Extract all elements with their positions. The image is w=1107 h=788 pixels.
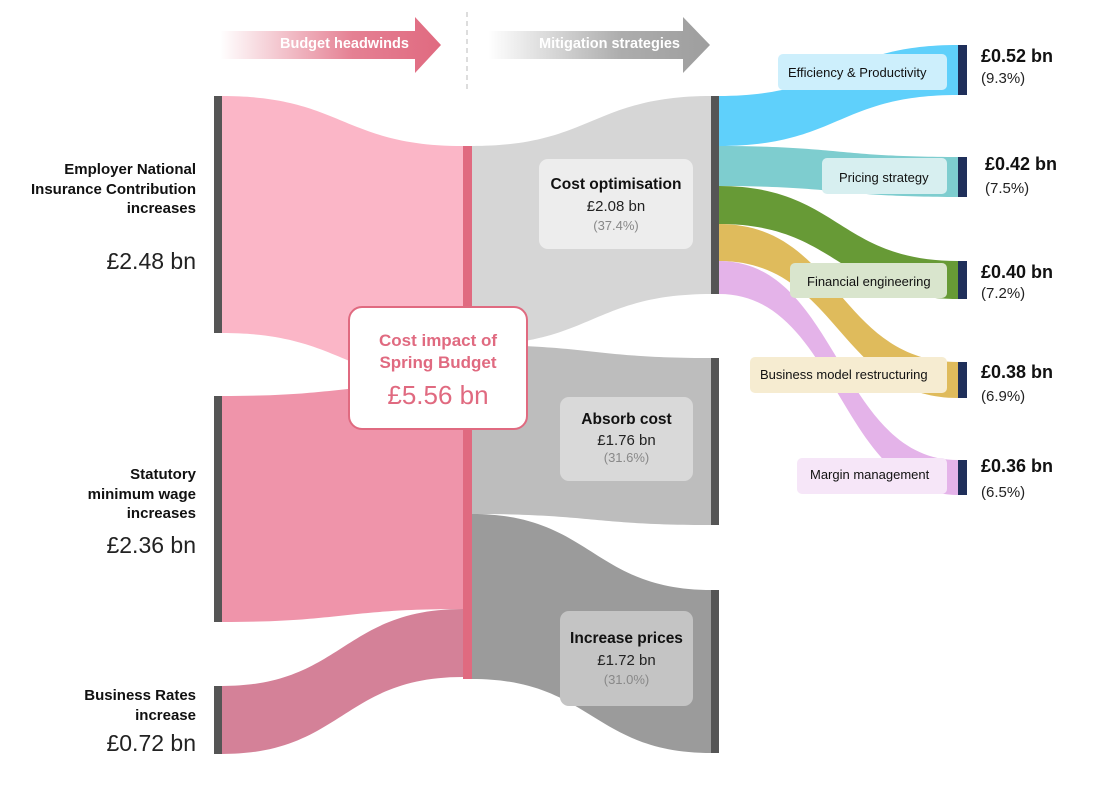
chip-margin [797,458,947,494]
source-bar-1 [214,396,222,622]
sub-bar-2 [958,261,967,299]
sub-value-margin: £0.36 bn [981,456,1054,476]
sub-value-financial: £0.40 bn [981,262,1054,282]
chip-business [750,357,947,393]
total-cost-title: Cost impact of Spring Budget [378,331,498,372]
strategy-value: £2.08 bn [586,198,646,215]
flow-source-1 [222,383,463,622]
total-cost-value: £5.56 bn [387,380,489,410]
sub-label-business: Business model restructuring [760,367,928,382]
sub-label-pricing: Pricing strategy [839,170,929,185]
strategy-pct: (31.6%) [603,450,650,465]
sub-label-efficiency: Efficiency & Productivity [788,65,927,80]
total-cost-box: Cost impact of Spring Budget £5.56 bn [348,306,528,430]
sub-bar-4 [958,460,967,495]
strategy-bar-2 [711,590,719,753]
header-mitigation-strategies: Mitigation strategies [539,36,680,52]
sub-pct-financial: (7.2%) [981,285,1026,302]
sub-bar-1 [958,157,967,197]
chip-pricing [822,158,947,194]
strategy-box-increase-prices: Increase prices £1.72 bn (31.0%) [560,611,693,706]
chip-financial [790,263,947,298]
header-arrow-mitigation [488,17,710,73]
source-label-wage: Statutory minimum wage increases [87,466,196,522]
sub-pct-pricing: (7.5%) [985,180,1030,197]
strategy-box-absorb-cost: Absorb cost £1.76 bn (31.6%) [560,397,693,481]
source-bar-0 [214,96,222,333]
sub-label-financial: Financial engineering [807,274,931,289]
source-label-ni: Employer National Insurance Contribution… [31,161,196,217]
strategy-value: £1.72 bn [597,652,656,669]
strategy-label: Cost optimisation [550,176,682,193]
sub-value-pricing: £0.42 bn [985,154,1058,174]
flow-source-2 [222,609,463,754]
strategy-box-cost-optimisation: Cost optimisation £2.08 bn (37.4%) [539,159,693,249]
header-arrow-headwinds [220,17,441,73]
source-label-rates: Business Rates increase [84,687,196,724]
chip-efficiency [778,54,947,90]
sub-value-business: £0.38 bn [981,362,1054,382]
header-budget-headwinds: Budget headwinds [280,36,409,52]
strategy-label: Increase prices [570,630,683,647]
strategy-bar-0 [711,96,719,294]
source-bar-2 [214,686,222,754]
flow-sub-3 [719,224,958,398]
strategy-pct: (37.4%) [593,218,639,233]
sub-label-margin: Margin management [810,467,930,482]
source-value-wage: £2.36 bn [106,532,196,558]
strategy-label: Absorb cost [581,411,672,428]
strategy-bar-1 [711,358,719,525]
sub-bar-3 [958,362,967,398]
sub-pct-business: (6.9%) [981,388,1026,405]
source-value-ni: £2.48 bn [106,248,196,274]
sub-pct-efficiency: (9.3%) [981,70,1026,87]
strategy-value: £1.76 bn [597,432,656,449]
strategy-pct: (31.0%) [603,672,650,687]
sub-bar-0 [958,45,967,95]
sub-value-efficiency: £0.52 bn [981,46,1054,66]
sub-pct-margin: (6.5%) [981,484,1026,501]
source-value-rates: £0.72 bn [106,730,196,756]
